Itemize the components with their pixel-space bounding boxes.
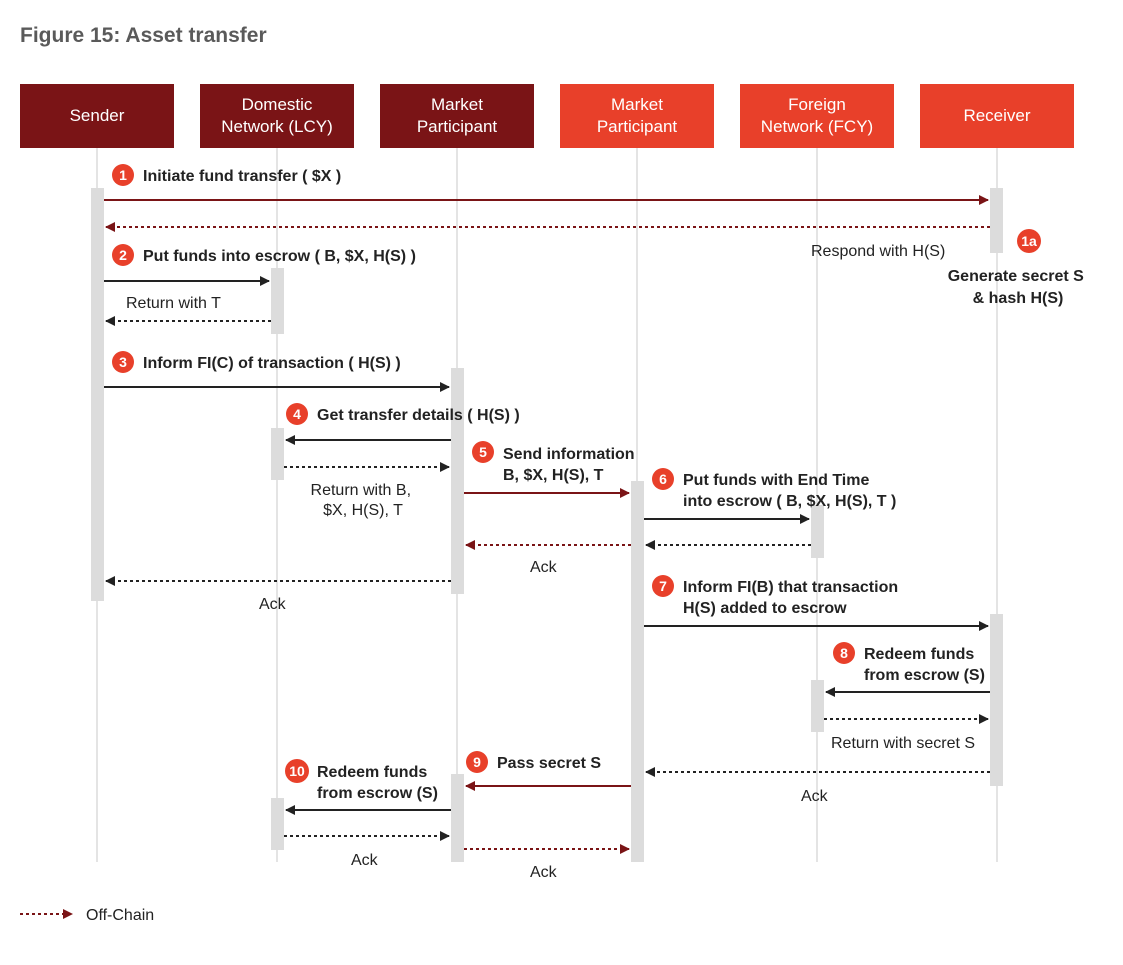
badge-number: 4	[293, 406, 301, 422]
badge-step-9: 9	[466, 751, 488, 773]
badge-step-8: 8	[833, 642, 855, 664]
step-7-label-line: H(S) added to escrow	[683, 600, 847, 617]
activation-sender	[91, 188, 104, 601]
lane-header-label: Market Participant	[596, 95, 678, 136]
badge-circle	[286, 403, 308, 425]
activation-foreign-1	[811, 505, 824, 558]
step-5-label-line: Send information	[503, 446, 635, 463]
step-6-label-line: Put funds with End Time	[683, 472, 869, 489]
badge-number: 6	[659, 471, 667, 487]
activation-mp-domestic-1	[451, 368, 464, 594]
badge-circle	[285, 759, 309, 783]
activation-receiver-1	[990, 188, 1003, 253]
activation-foreign-2	[811, 680, 824, 732]
badge-number: 2	[119, 247, 127, 263]
return-3-label: Ack	[259, 596, 287, 613]
return-1-label: Respond with H(S)	[811, 243, 945, 260]
lane-header-receiver: Receiver	[920, 84, 1074, 148]
activation-mp-domestic-2	[451, 774, 464, 862]
badge-circle	[112, 164, 134, 186]
lane-header-label: Domestic Network (LCY)	[221, 95, 333, 136]
lane-header-label: Sender	[69, 106, 125, 125]
step-4-label: Get transfer details ( H(S) )	[317, 407, 520, 424]
step-8-label-line: Redeem funds	[864, 646, 974, 663]
badge-number: 3	[119, 354, 127, 370]
badge-circle	[652, 468, 674, 490]
return-10-label: Ack	[351, 852, 379, 869]
badge-step-5: 5	[472, 441, 494, 463]
step-1a-label: Generate secret S & hash H(S)	[948, 268, 1089, 307]
return-2-label: Return with T	[126, 295, 221, 312]
figure-title: Figure 15: Asset transfer	[20, 24, 267, 47]
badge-number: 1	[119, 167, 127, 183]
legend-label: Off-Chain	[86, 907, 154, 924]
lane-header-foreign-network: Foreign Network (FCY)	[740, 84, 894, 148]
badge-circle	[112, 244, 134, 266]
badge-step-1a: 1a	[1017, 229, 1041, 253]
badge-circle	[652, 575, 674, 597]
step-8-label-line: from escrow (S)	[864, 667, 985, 684]
return-6-label: Ack	[530, 559, 558, 576]
activation-domestic-2	[271, 428, 284, 480]
activation-domestic-3	[271, 798, 284, 850]
badge-number: 8	[840, 645, 848, 661]
badge-step-1: 1	[112, 164, 134, 186]
step-10-label-line: from escrow (S)	[317, 785, 438, 802]
return-4-label: Return with B, $X, H(S), T	[311, 482, 416, 519]
step-7-label-line: Inform FI(B) that transaction	[683, 579, 898, 596]
step-8-label: Redeem funds from escrow (S)	[864, 646, 985, 684]
lane-header-label: Market Participant	[416, 95, 498, 136]
activation-domestic-1	[271, 268, 284, 334]
lane-header-label: Receiver	[963, 106, 1031, 125]
step-5-label-line: B, $X, H(S), T	[503, 467, 604, 484]
lane-header-domestic-network: Domestic Network (LCY)	[200, 84, 354, 148]
badge-step-10: 10	[285, 759, 309, 783]
badge-circle	[472, 441, 494, 463]
activation-bars	[91, 188, 1003, 862]
badge-step-2: 2	[112, 244, 134, 266]
step-10-label: Redeem funds from escrow (S)	[317, 764, 438, 802]
badge-circle	[112, 351, 134, 373]
step-1a-label-line: Generate secret S	[948, 268, 1084, 285]
badge-step-3: 3	[112, 351, 134, 373]
step-9-label: Pass secret S	[497, 755, 601, 772]
step-10-label-line: Redeem funds	[317, 764, 427, 781]
badge-step-4: 4	[286, 403, 308, 425]
step-6-label-line: into escrow ( B, $X, H(S), T )	[683, 493, 896, 510]
badge-number: 1a	[1021, 233, 1037, 249]
badge-number: 9	[473, 754, 481, 770]
step-7-label: Inform FI(B) that transaction H(S) added…	[683, 579, 903, 617]
legend: Off-Chain	[20, 907, 154, 924]
badge-number: 5	[479, 444, 487, 460]
arrows	[104, 195, 990, 854]
badge-step-6: 6	[652, 468, 674, 490]
lane-header-sender: Sender	[20, 84, 174, 148]
return-4-label-line: $X, H(S), T	[323, 502, 403, 519]
activation-receiver-2	[990, 614, 1003, 786]
step-5-label: Send information B, $X, H(S), T	[503, 446, 639, 484]
lane-header-market-participant-foreign: Market Participant	[560, 84, 714, 148]
activation-mp-foreign	[631, 481, 644, 862]
badge-circle	[1017, 229, 1041, 253]
step-2-label: Put funds into escrow ( B, $X, H(S) )	[143, 248, 416, 265]
badge-number: 7	[659, 578, 667, 594]
step-3-label: Inform FI(C) of transaction ( H(S) )	[143, 355, 401, 372]
badge-step-7: 7	[652, 575, 674, 597]
step-6-label: Put funds with End Time into escrow ( B,…	[683, 472, 896, 510]
badge-circle	[833, 642, 855, 664]
return-10b-label: Ack	[530, 864, 558, 881]
return-8-label: Return with secret S	[831, 735, 975, 752]
return-9-label: Ack	[801, 788, 829, 805]
step-1-label: Initiate fund transfer ( $X )	[143, 168, 341, 185]
lane-header-label: Foreign Network (FCY)	[760, 95, 874, 136]
return-4-label-line: Return with B,	[311, 482, 411, 499]
lane-header-market-participant-domestic: Market Participant	[380, 84, 534, 148]
badge-circle	[466, 751, 488, 773]
badge-number: 10	[289, 763, 305, 779]
step-1a-label-line: & hash H(S)	[973, 290, 1064, 307]
